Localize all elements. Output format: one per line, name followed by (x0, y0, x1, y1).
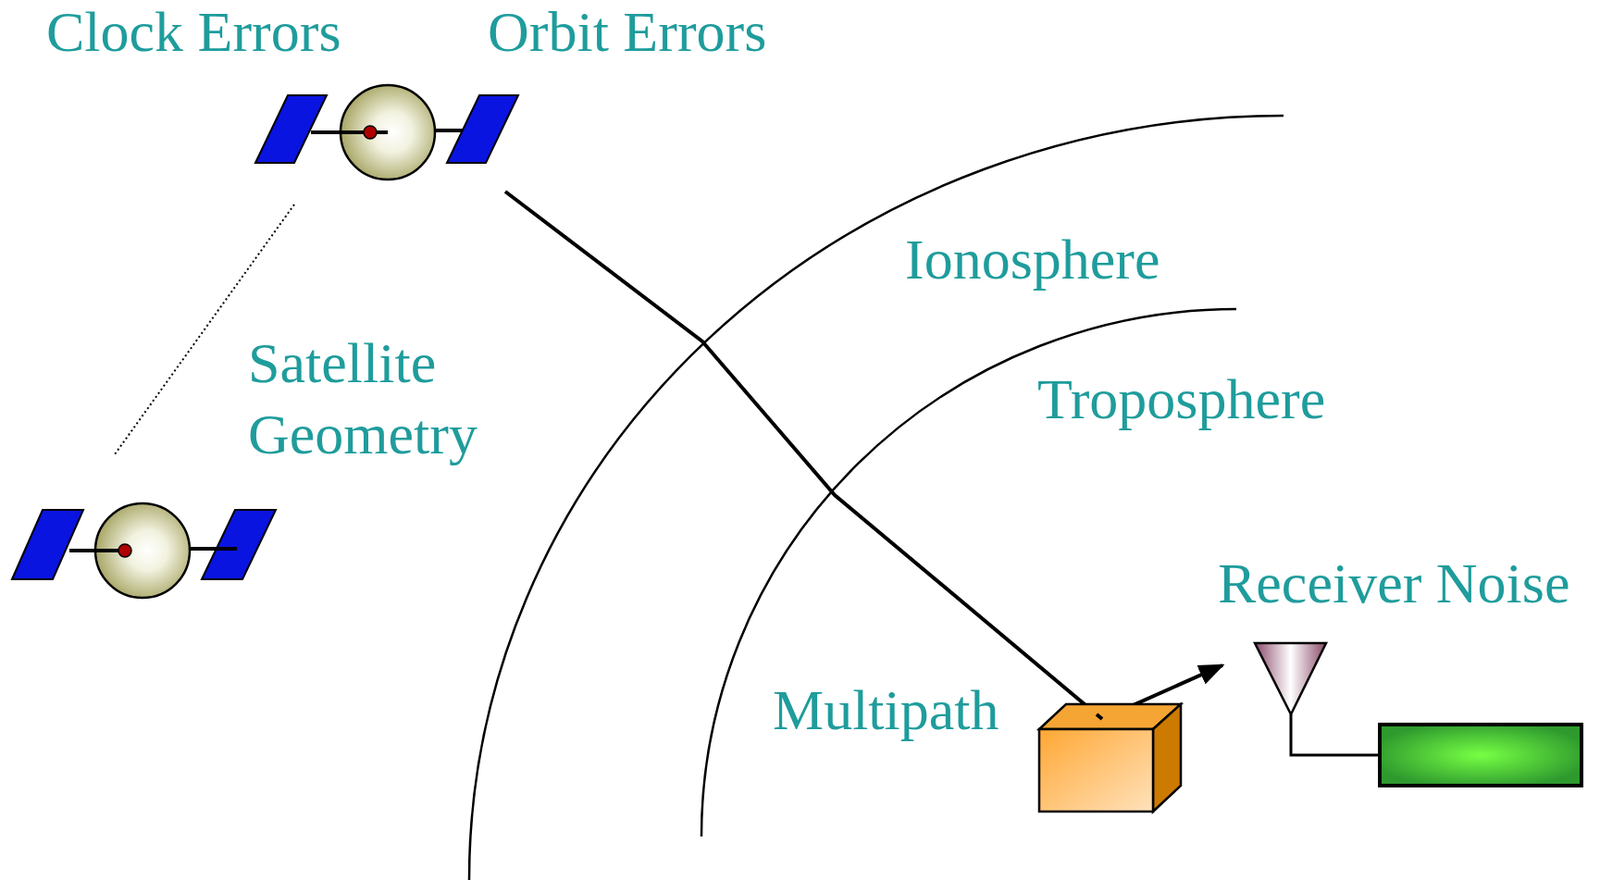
ionosphere-arc (469, 115, 1284, 880)
signal-path (1096, 714, 1103, 720)
error-label: Satellite Geometry (248, 327, 526, 471)
antenna (1254, 643, 1327, 715)
solar-panel (255, 95, 327, 163)
satellite-rod (69, 548, 125, 553)
antenna-cable (1290, 714, 1380, 756)
solar-panel (446, 95, 519, 163)
satellite-rod (189, 546, 237, 551)
solar-panel (12, 509, 84, 580)
satellite-dot (363, 125, 377, 139)
satellite-rod (69, 548, 125, 553)
box-front (1039, 729, 1154, 812)
error-label: Multipath (772, 674, 1000, 746)
error-label: Receiver Noise (1217, 547, 1570, 620)
satellite-dot (118, 544, 132, 558)
error-label: Ionosphere (905, 223, 1160, 296)
box-side (1153, 704, 1181, 812)
satellite (255, 85, 519, 180)
satellite (12, 503, 276, 598)
reflector-box (1039, 704, 1181, 812)
error-label: Orbit Errors (487, 0, 767, 68)
solar-panel (201, 509, 276, 580)
receiver (1379, 724, 1582, 786)
error-label: Clock Errors (46, 0, 342, 68)
error-label: Troposphere (1037, 363, 1326, 435)
